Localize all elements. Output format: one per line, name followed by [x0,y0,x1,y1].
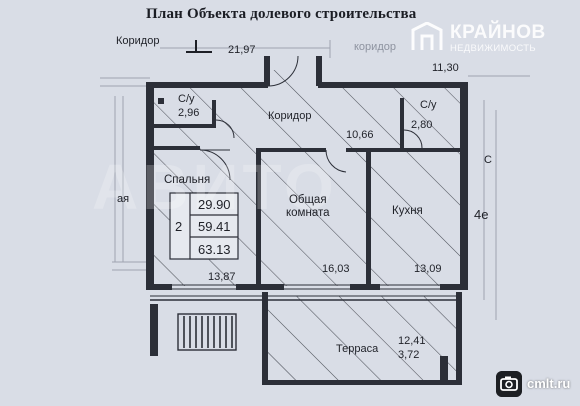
left-stray-marks [146,98,164,122]
site-watermark: cmlt.ru [496,370,576,398]
summary-living-area: 29.90 [198,197,231,212]
corridor-inner-area: 10,66 [346,129,374,141]
summary-rooms-count: 2 [175,219,183,234]
bottom-windows [172,284,440,290]
dimension-right-top: 11,30 [432,62,459,74]
brand-name: КРАЙНОВ [450,22,546,43]
kitchen-area: 13,09 [414,263,442,275]
corridor-inner-label: Коридор [268,110,312,122]
door-swings [199,55,423,181]
bedroom-area: 13,87 [208,271,236,283]
grille [177,313,237,351]
left-fragment: ая [117,193,130,205]
living-area: 16,03 [322,263,350,275]
corridor-marker [186,40,212,53]
room-bedroom-label: Спальня [164,174,211,186]
right-marker: 4е [474,207,489,222]
plan-title: План Объекта долевого строительства [146,6,417,22]
terrace-columns [150,304,448,382]
room-kitchen-label: Кухня [392,205,423,217]
context-lines [100,40,530,320]
bathroom-right-label: С/у [420,99,437,111]
bathroom-right-area: 2,80 [411,119,433,131]
brand-logo-icon [411,22,443,50]
room-terrace-label: Терраса [336,343,379,355]
summary-total-area: 63.13 [198,242,231,257]
brand-watermark: КРАЙНОВ НЕДВИЖИМОСТЬ [410,20,570,54]
summary-box [169,192,239,260]
bathroom-left-label: С/у [178,93,195,105]
summary-area-no-terrace: 59.41 [198,219,231,234]
brand-subtitle: НЕДВИЖИМОСТЬ [450,43,536,54]
outer-walls [146,56,468,290]
site-name: cmlt.ru [527,376,571,391]
camera-icon [496,371,522,397]
bathroom-left-area: 2,96 [178,107,200,119]
interior-walls [154,98,460,286]
corridor-right-label: коридор [354,41,396,53]
corridor-left-label: Коридор [116,35,160,47]
terrace-area-secondary: 3,72 [398,349,420,361]
room-living-label: Общая комната [286,194,330,220]
right-letter: С [484,154,492,166]
dimension-top-span: 21,97 [228,44,256,56]
terrace-area-value: 12,41 [398,335,426,347]
terrace-area [150,292,462,385]
